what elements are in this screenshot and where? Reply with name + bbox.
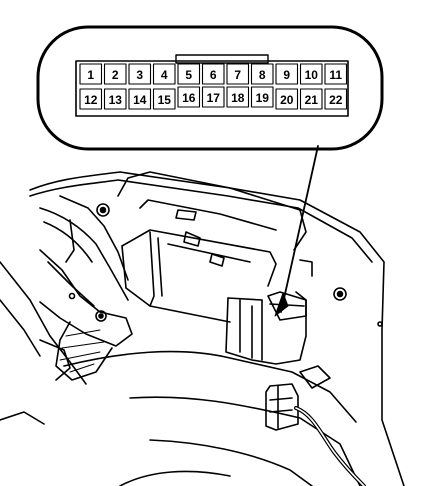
pin-label-22: 22	[329, 93, 343, 107]
connector-latch	[175, 54, 269, 64]
pin-cell-4	[152, 63, 176, 85]
pin-cell-21	[299, 88, 323, 110]
pin-cell-7	[226, 63, 250, 85]
pin-cell-6	[201, 63, 225, 85]
pin-label-6: 6	[210, 68, 217, 82]
pin-label-5: 5	[185, 68, 192, 82]
pin-label-8: 8	[259, 68, 266, 82]
pin-cell-14	[128, 88, 152, 110]
pin-label-13: 13	[109, 93, 123, 107]
pin-cell-18	[226, 86, 250, 108]
pin-cell-3	[128, 63, 152, 85]
pin-cell-19	[250, 86, 274, 108]
pin-cell-16	[177, 86, 201, 108]
pin-cell-5	[177, 63, 201, 85]
pin-cell-22	[324, 88, 348, 110]
pin-label-21: 21	[305, 93, 319, 107]
dashboard-panel	[0, 171, 405, 486]
pin-label-18: 18	[231, 91, 245, 105]
connector-face	[75, 60, 349, 117]
pin-label-9: 9	[283, 68, 290, 82]
callout-outline	[36, 25, 384, 151]
pin-label-4: 4	[161, 68, 168, 82]
pin-cell-12	[79, 88, 103, 110]
pin-label-10: 10	[305, 68, 319, 82]
pin-cell-17	[201, 86, 225, 108]
pin-label-3: 3	[136, 68, 143, 82]
pin-label-16: 16	[182, 91, 196, 105]
pin-cell-13	[103, 88, 127, 110]
pin-label-19: 19	[256, 91, 270, 105]
pin-cell-9	[275, 63, 299, 85]
pin-cell-1	[79, 63, 103, 85]
pin-label-17: 17	[207, 91, 221, 105]
pin-label-11: 11	[329, 68, 342, 82]
pin-cell-2	[103, 63, 127, 85]
pin-cell-8	[250, 63, 274, 85]
pin-cell-11	[324, 63, 348, 85]
pin-cell-20	[275, 88, 299, 110]
control-unit	[117, 171, 331, 389]
harness-plug	[265, 383, 366, 486]
bolt-hole-right	[333, 287, 347, 301]
pin-label-15: 15	[158, 93, 172, 107]
pin-label-2: 2	[112, 68, 119, 82]
screw-mark	[68, 292, 76, 300]
pin-label-7: 7	[234, 68, 241, 82]
bolt-hole-bracket	[95, 310, 107, 322]
pin-label-12: 12	[84, 93, 98, 107]
pin-label-14: 14	[133, 93, 147, 107]
leader-line	[280, 145, 319, 313]
pin-cell-15	[152, 88, 176, 110]
pin-label-1: 1	[87, 68, 94, 82]
pin-label-20: 20	[280, 93, 294, 107]
bolt-hole-left	[96, 203, 110, 217]
pin-cell-10	[299, 63, 323, 85]
shaded-region	[55, 321, 113, 381]
